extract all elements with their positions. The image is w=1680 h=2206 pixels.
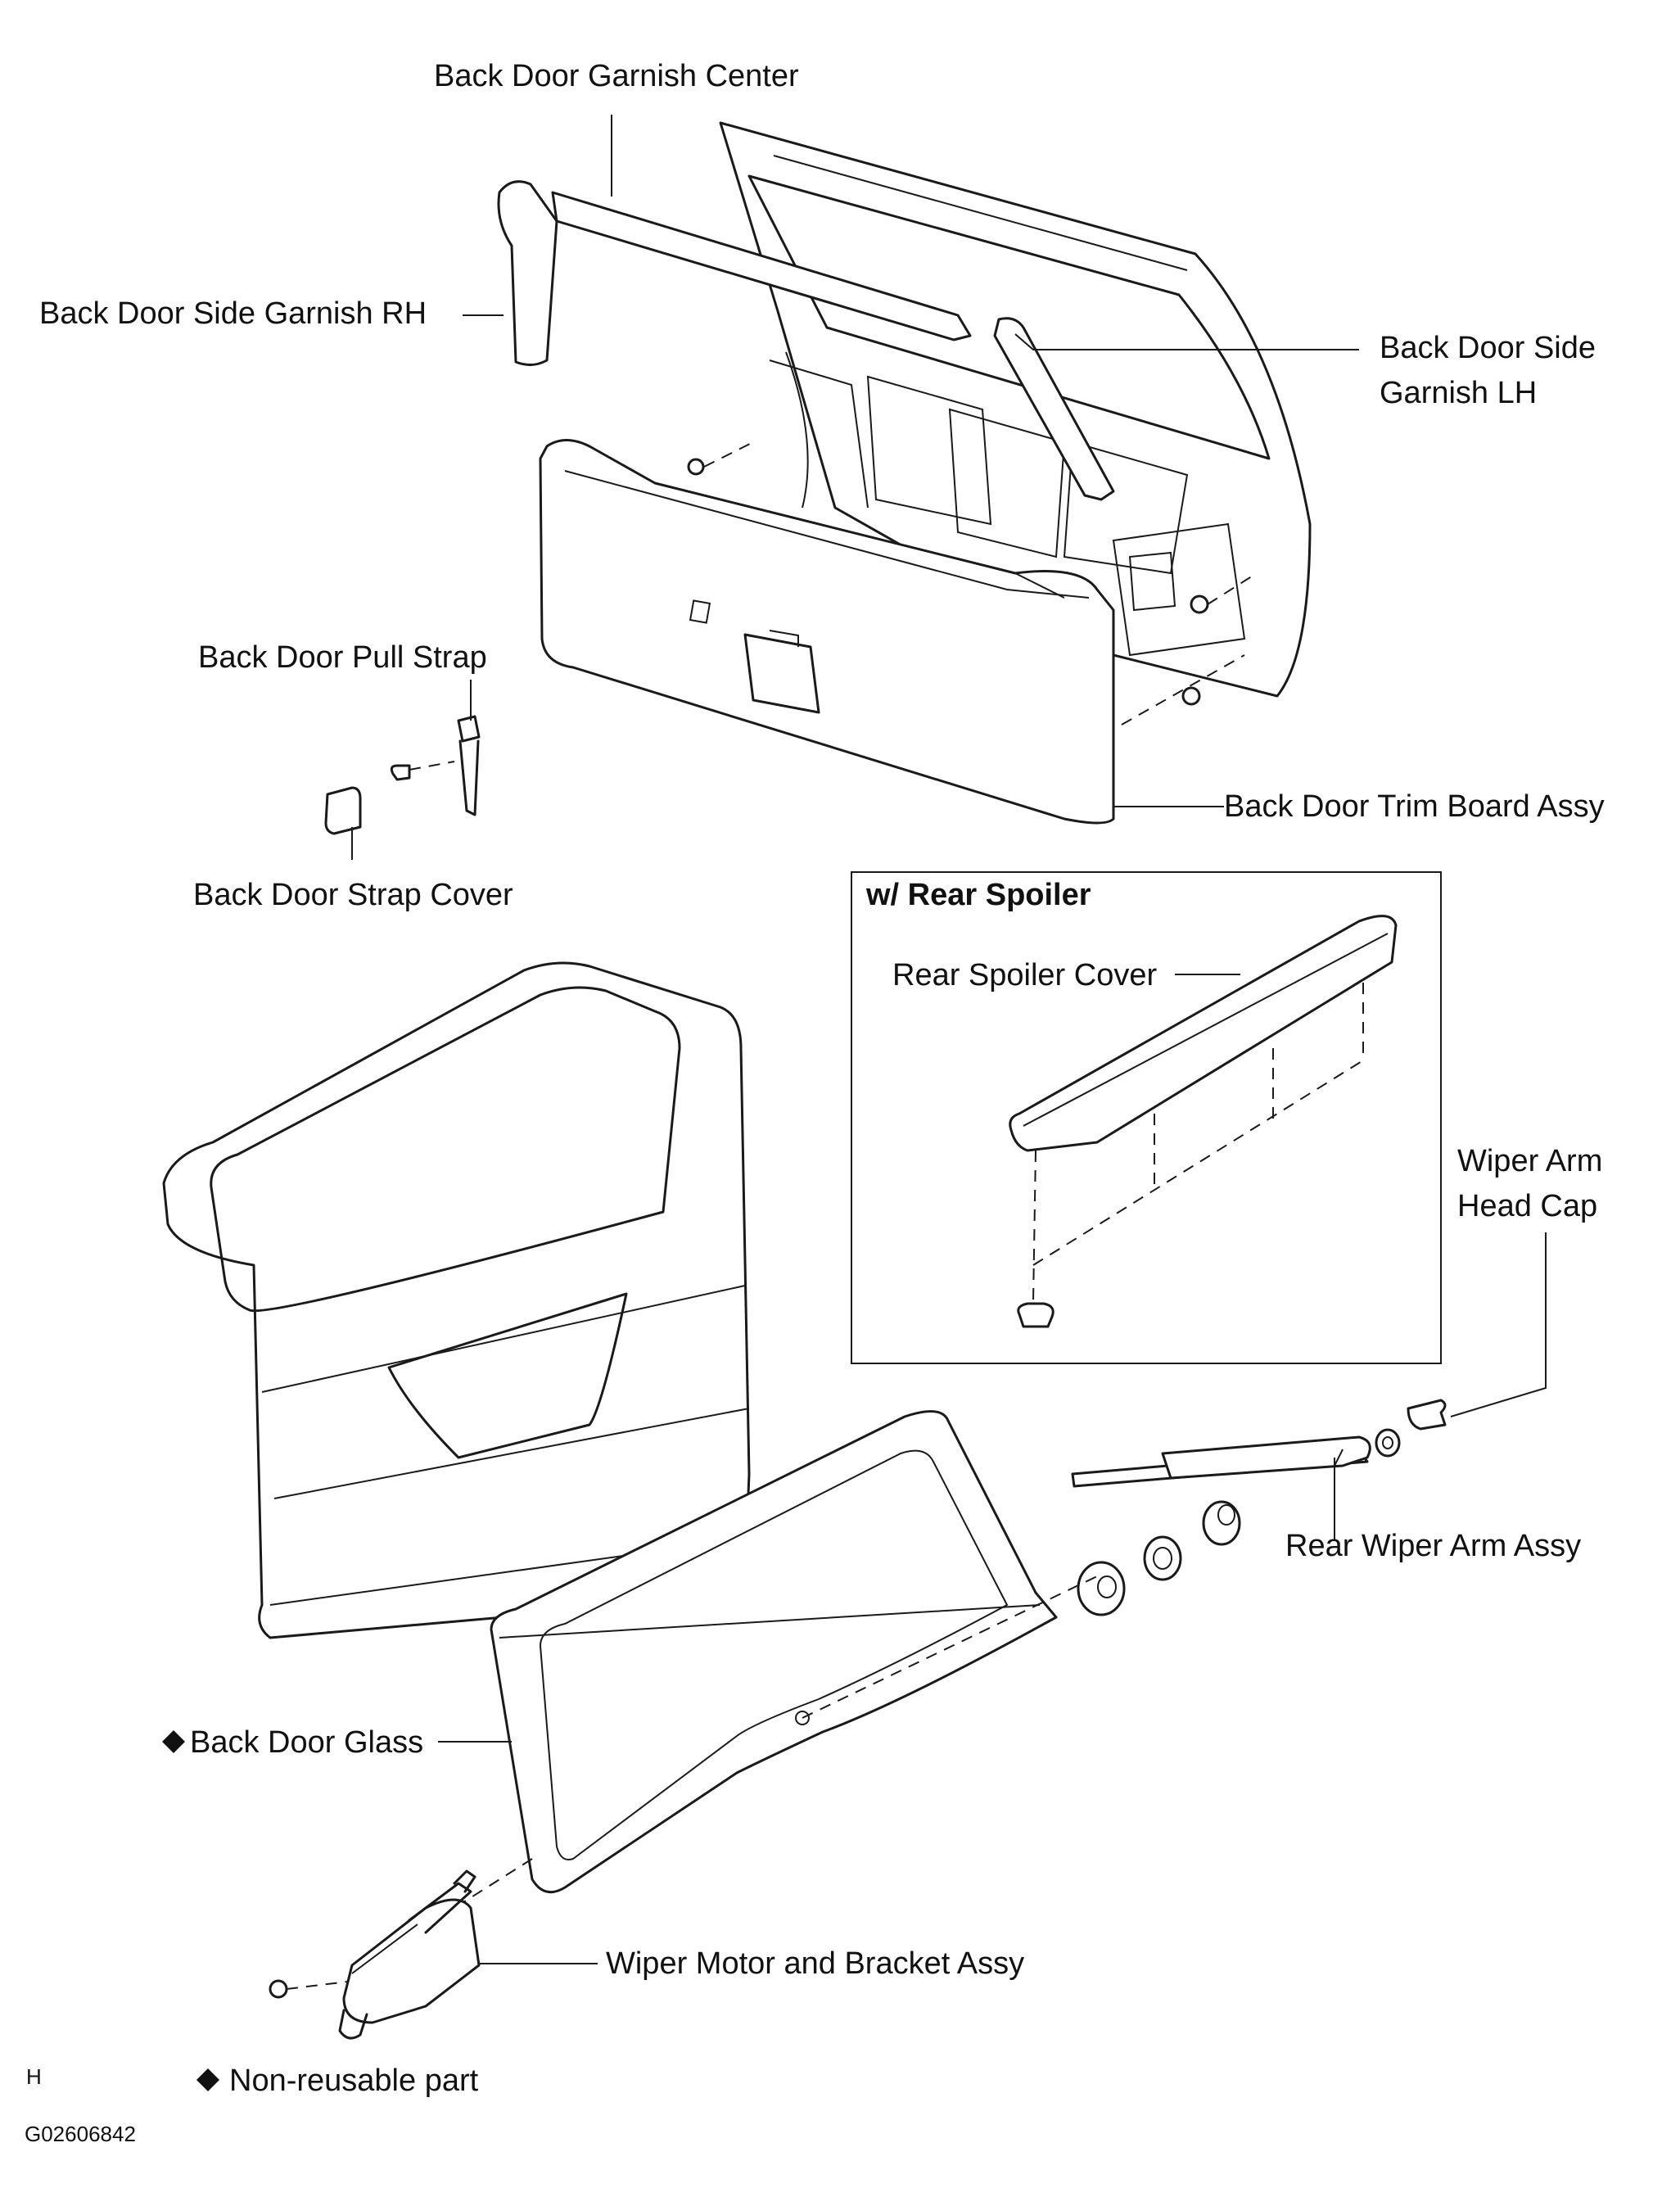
label-trim-board: Back Door Trim Board Assy bbox=[1224, 789, 1605, 824]
label-pull-strap: Back Door Pull Strap bbox=[198, 640, 487, 675]
label-side-garnish-rh: Back Door Side Garnish RH bbox=[39, 296, 427, 331]
label-wiper-motor: Wiper Motor and Bracket Assy bbox=[606, 1946, 1024, 1981]
figure-id: G02606842 bbox=[25, 2122, 136, 2146]
label-strap-cover: Back Door Strap Cover bbox=[193, 878, 513, 912]
footer-code-letter: H bbox=[26, 2064, 42, 2089]
side-garnish-lh-part bbox=[993, 317, 1115, 501]
legend-diamond-icon bbox=[196, 2068, 219, 2091]
legend-text: Non-reusable part bbox=[229, 2064, 479, 2098]
label-rear-wiper-arm: Rear Wiper Arm Assy bbox=[1285, 1529, 1581, 1563]
hardware-nuts bbox=[1077, 1428, 1401, 1616]
label-side-garnish-lh-line2: Garnish LH bbox=[1380, 376, 1537, 410]
back-door-panel bbox=[719, 121, 1312, 698]
wiper-arm-head-cap-part bbox=[1407, 1399, 1447, 1431]
pull-strap-part bbox=[390, 715, 481, 816]
leader-lines bbox=[351, 115, 1547, 1964]
back-door-glass-part bbox=[454, 1410, 1098, 1909]
label-wiper-cap-line1: Wiper Arm bbox=[1457, 1144, 1602, 1178]
garnish-center-part bbox=[551, 191, 972, 341]
rear-wiper-arm-part bbox=[1071, 1435, 1371, 1488]
inset-title: w/ Rear Spoiler bbox=[865, 878, 1091, 912]
label-side-garnish-lh-line1: Back Door Side bbox=[1380, 331, 1596, 365]
rear-spoiler-inset bbox=[851, 871, 1442, 1364]
label-wiper-cap-line2: Head Cap bbox=[1457, 1189, 1597, 1223]
wiper-motor-part bbox=[269, 1869, 481, 2040]
trim-board-part bbox=[539, 439, 1258, 825]
non-reusable-diamond-icon bbox=[162, 1730, 185, 1753]
label-rear-spoiler-cover: Rear Spoiler Cover bbox=[892, 958, 1157, 992]
label-garnish-center: Back Door Garnish Center bbox=[434, 59, 799, 93]
label-back-door-glass: Back Door Glass bbox=[190, 1725, 423, 1760]
strap-cover-part bbox=[324, 786, 362, 835]
side-garnish-rh-part bbox=[497, 180, 558, 366]
